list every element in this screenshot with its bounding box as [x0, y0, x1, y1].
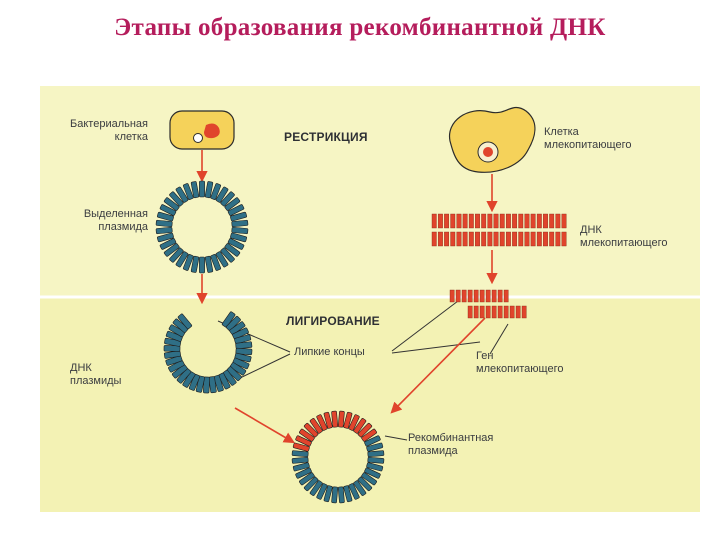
diagram-canvas — [40, 86, 700, 512]
bacterial-cell — [169, 110, 235, 150]
stage-restriction: РЕСТРИКЦИЯ — [284, 130, 368, 144]
arrow-fragment-to-recombinant — [390, 317, 486, 414]
gene-fragment-top — [449, 289, 509, 303]
mammal-dna-strand-bottom — [431, 231, 567, 247]
mammal-dna-strand-top — [431, 213, 567, 229]
slide-title: Этапы образования рекомбинантной ДНК — [114, 14, 606, 41]
gene-leader — [489, 323, 509, 355]
opened-plasmid — [163, 311, 253, 394]
isolated-plasmid — [155, 180, 249, 274]
dna-structures — [155, 180, 567, 504]
label-sticky-ends: Липкие концы — [294, 346, 365, 358]
recombinant-leader — [384, 435, 408, 441]
recombinant-plasmid — [291, 410, 385, 504]
restriction-panel — [40, 86, 700, 296]
process-arrows — [196, 150, 498, 444]
stage-ligation: ЛИГИРОВАНИЕ — [286, 314, 380, 328]
arrow-open-to-recombinant — [234, 407, 295, 444]
gene-fragment-bottom — [467, 305, 527, 319]
mammal-cell — [448, 106, 536, 173]
